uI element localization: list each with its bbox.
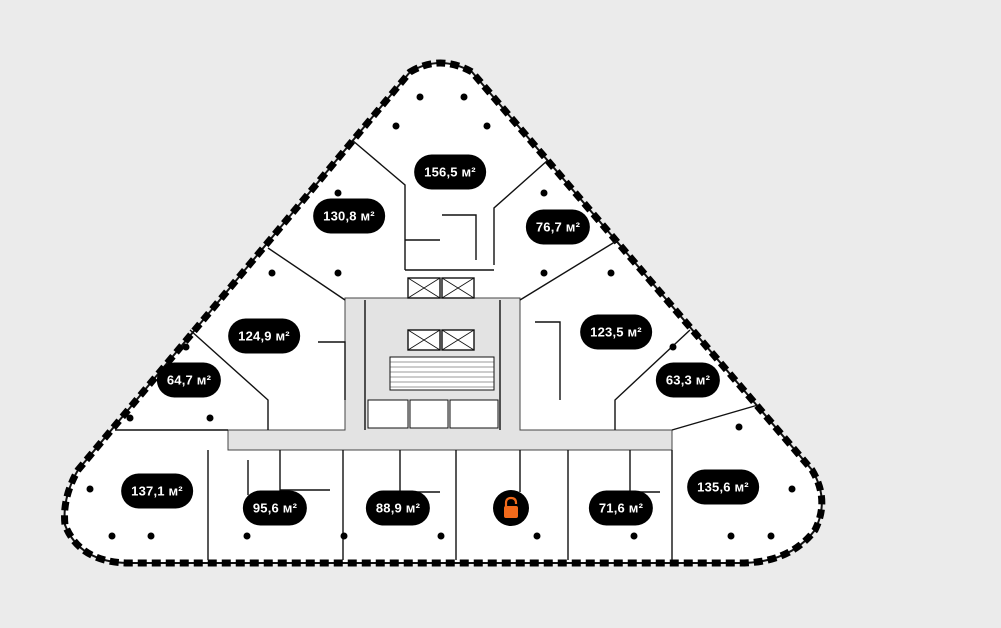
unit-area-label[interactable]: 64,7 м²: [156, 362, 222, 398]
structural-columns: [86, 93, 796, 540]
interior-walls: [115, 139, 759, 560]
unit-area-label[interactable]: 63,3 м²: [655, 362, 721, 398]
unit-area-label[interactable]: 156,5 м²: [414, 154, 486, 190]
unit-area-label[interactable]: 95,6 м²: [242, 490, 308, 526]
stair-steps: [390, 361, 494, 388]
elevator-cross-marks: [407, 277, 475, 351]
unit-area-label[interactable]: 88,9 м²: [365, 490, 431, 526]
unit-area-label[interactable]: 135,6 м²: [687, 469, 759, 505]
unit-area-label[interactable]: 76,7 м²: [525, 209, 591, 245]
unit-area-label[interactable]: 123,5 м²: [580, 314, 652, 350]
facade-glazing: [61, 59, 826, 567]
unit-area-label[interactable]: 137,1 м²: [121, 473, 193, 509]
wc-rooms: [367, 399, 499, 429]
unit-area-label[interactable]: 71,6 м²: [588, 490, 654, 526]
unit-area-label[interactable]: 130,8 м²: [313, 198, 385, 234]
stairwell: [389, 356, 495, 391]
locked-unit-button[interactable]: [493, 490, 529, 526]
unit-area-label[interactable]: 124,9 м²: [228, 318, 300, 354]
lock-icon: [504, 496, 518, 518]
